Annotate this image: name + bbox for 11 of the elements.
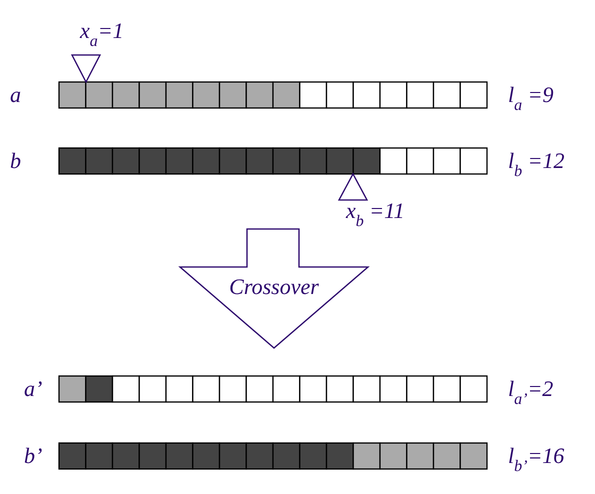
arrow-label: Crossover [228,276,320,298]
length-label: l$_{a’}$=2 [508,378,554,408]
length-label: l$_{a}$ =9 [508,84,554,114]
length-label: l$_{b}$ =12 [508,150,564,180]
chromosome-label: b’ [24,445,42,467]
chromosome-label: b [10,150,21,172]
crossover-point-label: x$_{b}$ =11 [346,200,404,230]
length-label: l$_{b’}$=16 [508,445,564,475]
chromosome-label: a’ [24,378,42,400]
chromosome-label: a [10,84,21,106]
crossover-point-label: x$_{a}$=1 [80,20,124,50]
